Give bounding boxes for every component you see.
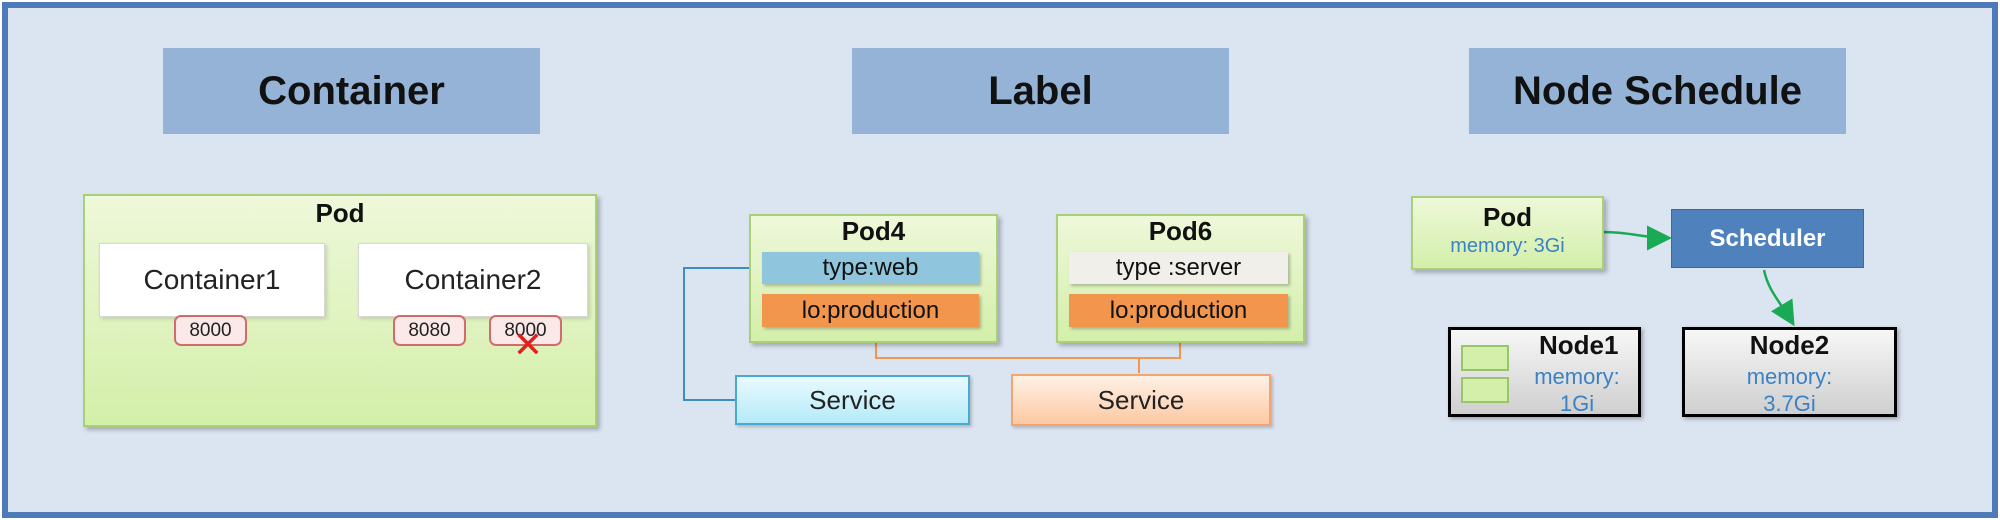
schedule-pod-title: Pod <box>1482 202 1533 232</box>
container2-box: Container2 <box>358 243 588 317</box>
pod4-lo-tag: lo:production <box>762 294 979 327</box>
node1-memory-label: memory: <box>1534 364 1620 389</box>
port-8000-container1: 8000 <box>174 315 247 346</box>
pod4-title: Pod4 <box>841 216 906 246</box>
node1-memory: memory: 1Gi <box>1517 363 1637 417</box>
scheduler-node-arrow <box>1762 269 1795 327</box>
service-web-link <box>683 267 764 401</box>
node2-title: Node2 <box>1749 330 1830 360</box>
scheduler-box: Scheduler <box>1671 209 1864 268</box>
node1-memory-value: 1Gi <box>1559 391 1595 416</box>
blocked-x-icon: ✕ <box>512 324 544 365</box>
node-schedule-heading: Node Schedule <box>1469 48 1846 134</box>
node1: Node1 memory: 1Gi <box>1448 327 1641 417</box>
pod4-type-tag: type:web <box>762 252 979 284</box>
schedule-pod: Pod memory: 3Gi <box>1411 196 1604 270</box>
schedule-pod-memory: memory: 3Gi <box>1450 235 1565 257</box>
pod6-type-tag: type :server <box>1069 252 1288 284</box>
pod6-lo-tag: lo:production <box>1069 294 1288 327</box>
service-left: Service <box>735 375 970 425</box>
node2-memory: memory: 3.7Gi <box>1685 363 1894 417</box>
service-production-link-2 <box>1139 340 1181 359</box>
port-8080-container2: 8080 <box>393 315 466 346</box>
service-right: Service <box>1011 374 1271 426</box>
pod6-title: Pod6 <box>1148 216 1213 246</box>
node2-memory-label: memory: <box>1746 364 1833 389</box>
pod-title: Pod <box>315 198 365 228</box>
service-production-link <box>875 340 1140 373</box>
port-8000-container2: 8000 <box>489 315 562 346</box>
pod-scheduler-arrow <box>1602 225 1672 251</box>
container1-box: Container1 <box>99 243 325 317</box>
node1-slot-bottom <box>1461 377 1509 403</box>
node1-title: Node1 <box>1539 330 1619 360</box>
node2: Node2 memory: 3.7Gi <box>1682 327 1897 417</box>
node2-memory-value: 3.7Gi <box>1763 391 1816 416</box>
node1-slot-top <box>1461 345 1509 371</box>
label-heading: Label <box>852 48 1229 134</box>
container-heading: Container <box>163 48 540 134</box>
